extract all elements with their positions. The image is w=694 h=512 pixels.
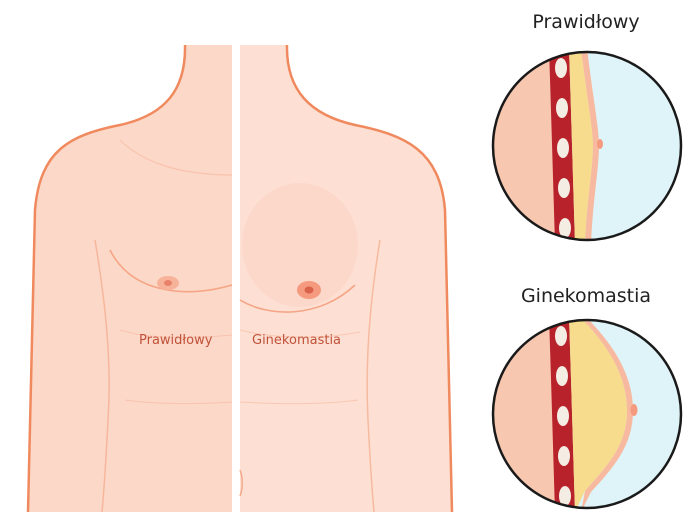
rib [558,178,570,198]
normal-torso-half [28,45,232,512]
torso-illustration [0,0,480,512]
rib [556,366,568,386]
rib [557,138,569,158]
normal-torso-label: Prawidłowy [139,333,212,348]
gynecomastia-cross-section [489,316,685,512]
rib [555,58,567,78]
rib [557,406,569,426]
normal-cross-section [489,48,685,244]
rib [556,98,568,118]
gynecomastia-torso-label: Ginekomastia [252,333,341,348]
gynecomastia-torso-half [240,45,452,512]
normal-inset-title: Prawidłowy [486,11,686,33]
center-divider [232,40,240,512]
gynecomastia-inset-title: Ginekomastia [486,285,686,307]
rib [558,446,570,466]
rib [555,326,567,346]
